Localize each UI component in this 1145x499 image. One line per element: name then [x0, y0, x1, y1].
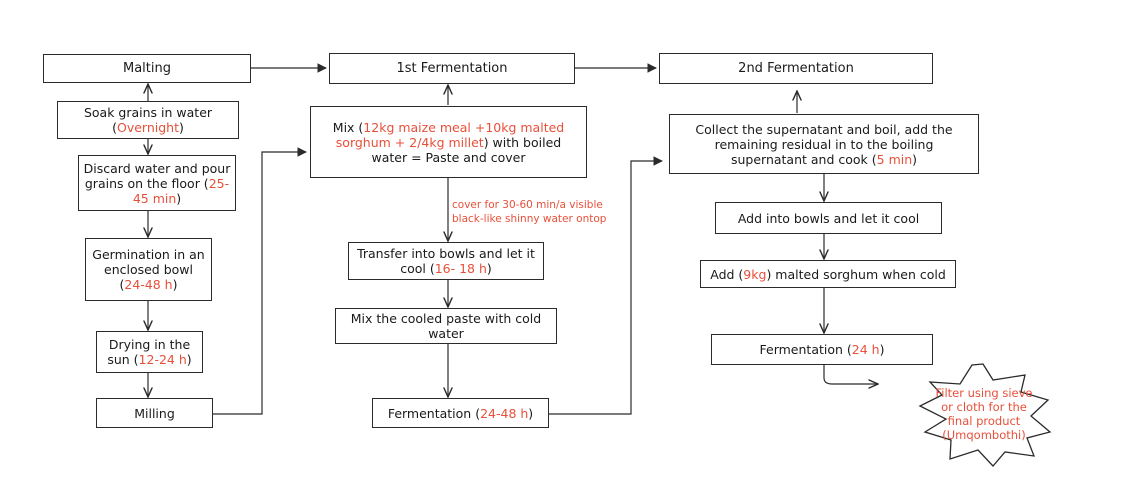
arrow-fermentation-to-collect — [549, 156, 663, 415]
arrow-milling-to-mix — [213, 147, 307, 415]
soak-time: Overnight — [117, 120, 179, 135]
final-product-label: Filter using sieve or cloth for the fina… — [935, 386, 1033, 442]
first-fermentation-header: 1st Fermentation — [329, 53, 575, 84]
drying-time: 12-24 h — [138, 352, 187, 367]
add-bowls-step: Add into bowls and let it cool — [715, 202, 942, 234]
second-fermentation-header: 2nd Fermentation — [659, 53, 933, 84]
cover-time-note: cover for 30-60 min/a visible black-like… — [452, 199, 607, 225]
malting-header: Malting — [43, 54, 251, 83]
collect-time: 5 min — [876, 151, 913, 167]
transfer-bowls-step: Transfer into bowls and let it cool (16-… — [348, 242, 544, 280]
malting-header-label: Malting — [123, 61, 171, 76]
germination-step: Germination in an enclosed bowl (24-48 h… — [85, 238, 212, 301]
soak-grains-step: Soak grains in water(Overnight) — [57, 101, 239, 139]
sorghum-amount: 9kg — [743, 266, 767, 282]
transfer-time: 16- 18 h — [434, 261, 487, 276]
second-fermentation-time: 24 h — [851, 342, 880, 357]
milling-step: Milling — [96, 398, 213, 428]
arrow-fermentation-to-final — [823, 365, 878, 384]
add-sorghum-step: Add (9kg) malted sorghum when cold — [700, 260, 956, 288]
first-fermentation-time: 24-48 h — [480, 405, 529, 421]
mix-paste-step: Mix (12kg maize meal +10kg malted sorghu… — [310, 106, 587, 178]
germination-time: 24-48 h — [124, 277, 173, 292]
first-fermentation-step: Fermentation (24-48 h) — [372, 398, 549, 428]
second-fermentation-header-label: 2nd Fermentation — [738, 61, 854, 76]
collect-supernatant-step: Collect the supernatant and boil, add th… — [669, 114, 979, 174]
final-product-star-shape — [918, 363, 1052, 467]
second-fermentation-step: Fermentation (24 h) — [711, 334, 933, 365]
drying-step: Drying in the sun (12-24 h) — [96, 331, 203, 373]
discard-water-step: Discard water and pour grains on the flo… — [78, 155, 236, 211]
discard-time: 25-45 min — [132, 175, 230, 206]
first-fermentation-header-label: 1st Fermentation — [396, 61, 508, 76]
mix-ingredients: 12kg maize meal +10kg malted sorghum + 2… — [335, 119, 565, 150]
mix-cold-water-step: Mix the cooled paste with cold water — [335, 308, 557, 344]
